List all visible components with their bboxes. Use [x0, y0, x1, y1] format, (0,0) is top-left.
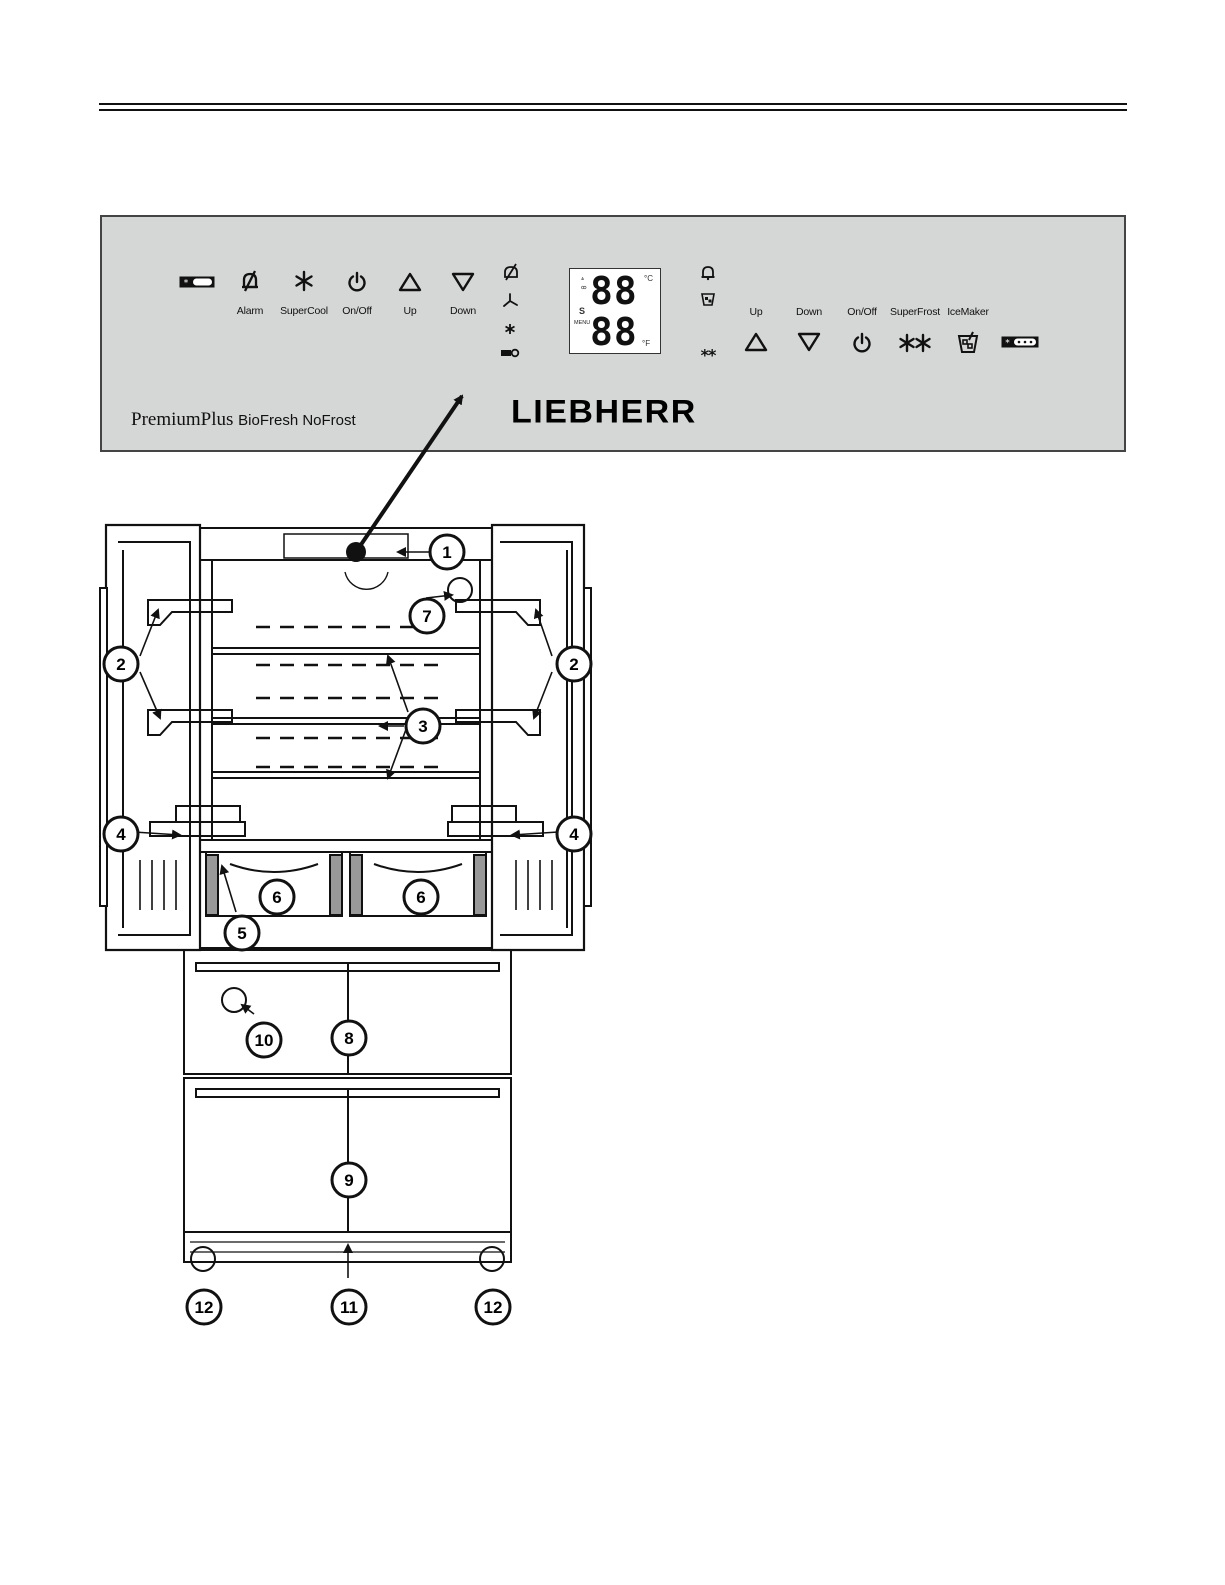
callout-2: 2 — [104, 647, 138, 681]
callout-number: 11 — [340, 1298, 358, 1317]
callout-number: 6 — [416, 888, 425, 907]
callout-number: 5 — [237, 924, 246, 943]
callout-number: 2 — [569, 655, 578, 674]
callout-number: 12 — [195, 1298, 214, 1317]
callout-number: 12 — [484, 1298, 503, 1317]
callout-number: 4 — [116, 825, 126, 844]
callout-3: 3 — [406, 709, 440, 743]
callout-9: 9 — [332, 1163, 366, 1197]
callout-5: 5 — [225, 916, 259, 950]
callout-8: 8 — [332, 1021, 366, 1055]
callout-12: 12 — [476, 1290, 510, 1324]
callout-number: 9 — [344, 1171, 353, 1190]
callout-number: 8 — [344, 1029, 353, 1048]
callout-number: 7 — [422, 607, 431, 626]
fridge-body — [100, 525, 591, 1271]
callout-number: 6 — [272, 888, 281, 907]
callout-6: 6 — [404, 880, 438, 914]
callout-12: 12 — [187, 1290, 221, 1324]
callout-10: 10 — [247, 1023, 281, 1057]
callout-4: 4 — [104, 817, 138, 851]
callout-number: 1 — [442, 543, 451, 562]
callout-4: 4 — [557, 817, 591, 851]
callout-number: 10 — [255, 1031, 274, 1050]
callout-number: 4 — [569, 825, 579, 844]
callout-11: 11 — [332, 1290, 366, 1324]
callout-number: 3 — [418, 717, 427, 736]
callout-2: 2 — [557, 647, 591, 681]
callout-6: 6 — [260, 880, 294, 914]
callout-7: 7 — [410, 599, 444, 633]
callout-1: 1 — [430, 535, 464, 569]
callout-number: 2 — [116, 655, 125, 674]
